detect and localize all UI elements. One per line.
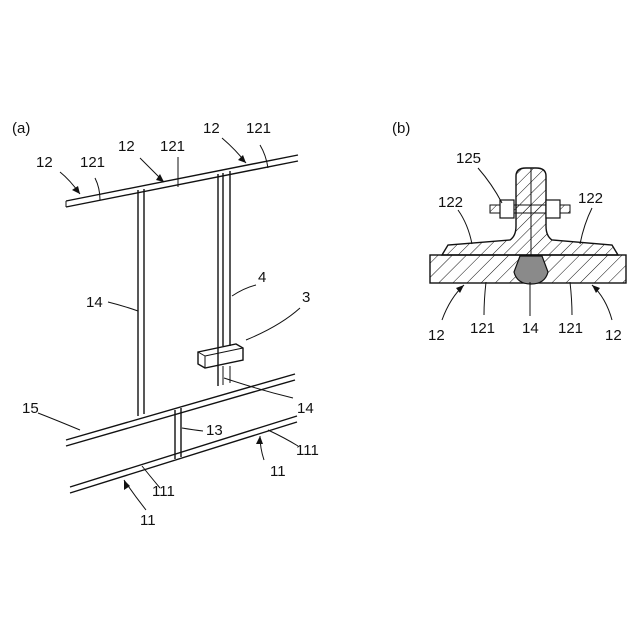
label-12-left: 12 [428,327,445,344]
label-122-left: 122 [438,194,463,211]
label-14-left: 14 [86,294,103,311]
label-122-right: 122 [578,190,603,207]
box-3 [198,344,243,368]
label-14-lower: 14 [297,400,314,417]
panel-a-label: (a) [12,120,30,137]
label-4: 4 [258,269,266,286]
label-12-right: 12 [605,327,622,344]
label-125: 125 [456,150,481,167]
post-14-left [138,189,144,416]
post-13 [175,408,181,459]
label-111-right: 111 [296,442,319,459]
label-121-top-mid: 121 [160,138,185,155]
panel-a: (a) [12,120,319,529]
bottom-rail-11 [70,416,297,493]
label-11-left: 11 [140,512,156,529]
label-12-top-left: 12 [36,154,53,171]
leaders-a [38,138,300,510]
label-121-top-right: 121 [246,120,271,137]
panel-b-label: (b) [392,120,410,137]
label-111-left: 111 [152,483,175,500]
weld-14 [514,256,548,284]
panel-b: (b) 125 122 122 1 [392,120,626,344]
label-15: 15 [22,400,39,417]
label-121-top-left: 121 [80,154,105,171]
label-121-left: 121 [470,320,495,337]
label-12-top-right: 12 [203,120,220,137]
label-3: 3 [302,289,310,306]
label-14-center: 14 [522,320,539,337]
label-11-right: 11 [270,463,286,480]
label-13: 13 [206,422,223,439]
label-121-right: 121 [558,320,583,337]
post-4 [218,171,230,386]
label-12-top-mid: 12 [118,138,135,155]
